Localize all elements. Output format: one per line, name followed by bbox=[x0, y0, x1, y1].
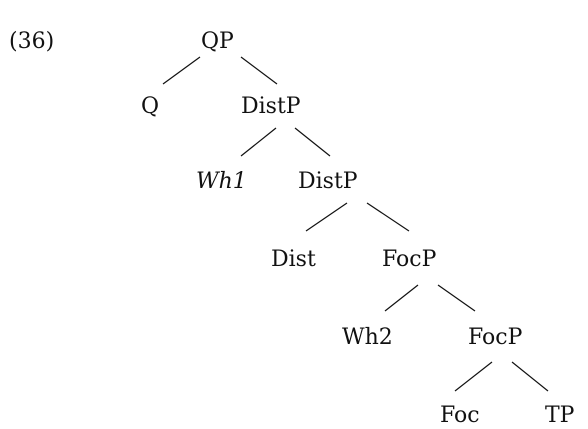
node-distp-upper: DistP bbox=[241, 94, 301, 119]
node-qp: QP bbox=[201, 29, 234, 54]
node-distp-lower: DistP bbox=[298, 169, 358, 194]
node-wh2-w: W bbox=[342, 325, 365, 350]
branch-focp-foc bbox=[454, 361, 493, 392]
node-focp-upper: FocP bbox=[382, 247, 437, 272]
node-focp-lower: FocP bbox=[468, 325, 523, 350]
node-wh2: Wh2 bbox=[342, 325, 393, 350]
branch-focp-tp bbox=[511, 361, 549, 392]
branch-qp-q bbox=[162, 56, 201, 85]
branch-focp-focp bbox=[437, 284, 476, 312]
branch-distp-dist bbox=[305, 202, 348, 232]
node-wh1: Wh1 bbox=[196, 169, 247, 194]
node-tp: TP bbox=[545, 403, 575, 428]
branch-distp-wh1 bbox=[240, 127, 277, 157]
node-foc: Foc bbox=[440, 403, 480, 428]
branch-focp-wh2 bbox=[384, 284, 419, 312]
branch-qp-distp bbox=[240, 56, 278, 85]
node-dist: Dist bbox=[271, 247, 316, 272]
node-wh2-h2: h2 bbox=[365, 325, 393, 350]
branch-distp-distp bbox=[294, 127, 331, 157]
example-number: (36) bbox=[9, 29, 54, 54]
node-q: Q bbox=[141, 94, 159, 119]
branch-distp-focp bbox=[366, 202, 410, 232]
